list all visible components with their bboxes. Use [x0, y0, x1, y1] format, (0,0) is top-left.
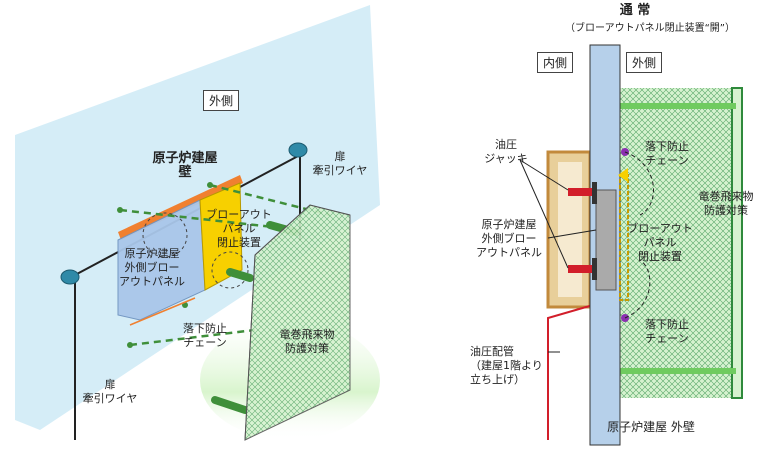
swing-arc [211, 251, 249, 289]
right-inside-label: 内側 [537, 52, 574, 73]
right-jack-label: 油圧 ジャッキ [484, 138, 528, 165]
right-panel-label: 原子炉建屋 外側ブロー アウトパネル [476, 218, 542, 259]
swing-arc [142, 212, 188, 258]
right-tornado-label: 竜巻飛来物 防護対策 [698, 190, 754, 217]
left-panel-label: 原子炉建屋 外側ブロー アウトパネル [119, 247, 185, 288]
right-chain-top-label: 落下防止 チェーン [645, 140, 689, 167]
chain-curve [624, 259, 651, 319]
right-diagram [519, 44, 743, 446]
blowout-panel [595, 189, 617, 291]
pulley-icon [60, 269, 80, 285]
fall-prevention-chain [129, 297, 196, 326]
rod-ends [117, 182, 213, 348]
left-device-label: ブローアウト パネル 閉止装置 [206, 208, 272, 249]
left-top-wire-label: 扉 牽引ワイヤ [312, 150, 368, 177]
pulley-icon [288, 142, 308, 158]
left-bottom-wire-label: 扉 牽引ワイヤ [82, 378, 138, 405]
hydraulic-pipe [547, 304, 594, 440]
jack-arm-bottom [568, 265, 594, 273]
jack-arm-top [568, 188, 594, 196]
right-outside-label: 外側 [626, 52, 663, 73]
right-chain-bottom-label: 落下防止 チェーン [645, 318, 689, 345]
left-outside-label: 外側 [203, 90, 240, 111]
tornado-net [620, 88, 738, 398]
blowout-panel [117, 199, 206, 321]
beam-top [618, 103, 736, 109]
chain-curve [624, 151, 654, 216]
left-wall-label: 原子炉建屋 壁 [152, 151, 218, 180]
right-subtitle: （ブローアウトパネル閉止装置“開”） [565, 23, 735, 34]
wall-edge-strip [118, 175, 243, 240]
right-pipe-label: 油圧配管 （建屋1階より 立ち上げ） [470, 345, 543, 386]
right-wall-label: 原子炉建屋 外壁 [607, 420, 695, 434]
left-tornado-label: 竜巻飛来物 防護対策 [279, 328, 335, 355]
right-device-label: ブローアウト パネル 閉止装置 [627, 222, 693, 263]
left-chain-label: 落下防止 チェーン [183, 322, 227, 349]
right-title: 通 常 [619, 3, 651, 18]
beam-bottom [618, 368, 736, 374]
leader-lines [519, 159, 597, 353]
left-diagram [15, 5, 380, 441]
net-frame [731, 87, 743, 399]
